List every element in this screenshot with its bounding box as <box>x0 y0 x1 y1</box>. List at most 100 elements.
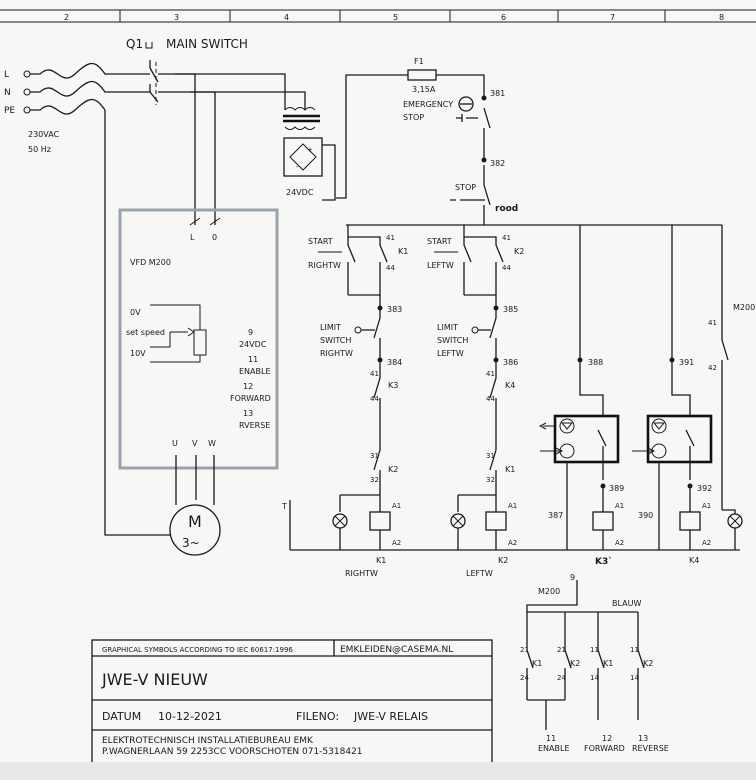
coil-k2-ref: K2 <box>498 556 508 565</box>
limit-l-line2: SWITCH <box>437 336 468 345</box>
control-rungs: START RIGHTW 41 K1 44 383 LIMIT SWITCH R… <box>289 225 755 578</box>
vfd-t9-label: 24VDC <box>239 340 267 349</box>
out-k1a: K1 <box>532 659 542 668</box>
wire-388: 388 <box>588 358 603 367</box>
k2-41: 41 <box>502 234 511 242</box>
out-blauw: BLAUW <box>612 599 641 608</box>
wire-385: 385 <box>503 305 518 314</box>
start-l-line2: LEFTW <box>427 261 454 270</box>
title-project: JWE-V NIEUW <box>101 670 208 689</box>
k4-41: 41 <box>486 370 495 378</box>
wire-389: 389 <box>609 484 624 493</box>
coil-k3-ref: K3` <box>595 556 613 567</box>
wire-386: 386 <box>503 358 518 367</box>
estop-line1: EMERGENCY <box>403 100 453 109</box>
title-company: ELEKTROTECHNISCH INSTALLATIEBUREAU EMK <box>102 736 314 746</box>
k1-31: 31 <box>486 452 495 460</box>
vfd-t12: 12 <box>243 382 253 391</box>
k2-holding-ref: K2 <box>514 247 524 256</box>
vfd-t11: 11 <box>248 355 258 364</box>
title-datum-label: DATUM <box>102 710 141 723</box>
main-switch-label: MAIN SWITCH <box>166 37 248 51</box>
start-l-line1: START <box>427 237 452 246</box>
grid-col-6: 6 <box>501 13 506 22</box>
out-k2b: K2 <box>643 659 653 668</box>
vfd-m200: VFD M200 L 0 0V set speed 10V 9 24VDC 11… <box>118 208 279 470</box>
out-k1-24: 24 <box>520 674 529 682</box>
m200-41: 41 <box>708 319 717 327</box>
k4-44: 44 <box>486 395 495 403</box>
safety-chain: F1 3,15A 381 EMERGENCY STOP 382 STOP roo… <box>346 57 722 226</box>
title-fileno: JWE-V RELAIS <box>353 710 428 723</box>
k2-coil-a2: A2 <box>508 539 517 547</box>
grid-col-5: 5 <box>393 13 398 22</box>
k2-32: 32 <box>370 476 379 484</box>
title-block: GRAPHICAL SYMBOLS ACCORDING TO IEC 60617… <box>91 639 493 780</box>
wire-392: 392 <box>697 484 712 493</box>
k1-32: 32 <box>486 476 495 484</box>
fuse-ref: F1 <box>414 57 424 66</box>
coil-k4-ref: K4 <box>689 556 699 565</box>
k3-44: 44 <box>370 395 379 403</box>
supply-n-label: N <box>4 88 11 98</box>
out-forward: FORWARD <box>584 744 625 753</box>
k2-44: 44 <box>502 264 511 272</box>
mains-supply: L N PE 230VAC 50 Hz <box>4 62 170 536</box>
psu-label: 24VDC <box>286 188 314 197</box>
k1-interlock-ref: K1 <box>505 465 515 474</box>
k1-41: 41 <box>386 234 395 242</box>
title-datum: 10-12-2021 <box>158 710 222 723</box>
motor: M 3~ T <box>169 455 287 556</box>
k2-interlock-ref: K2 <box>388 465 398 474</box>
out-k2-21: 21 <box>557 646 566 654</box>
k2-coil-a1: A1 <box>508 502 517 510</box>
limit-r-line2: SWITCH <box>320 336 351 345</box>
grid-col-3: 3 <box>174 13 179 22</box>
k2-31: 31 <box>370 452 379 460</box>
vfd-v: V <box>192 439 198 448</box>
grid-col-8: 8 <box>719 13 724 22</box>
main-switch-q1: Q1 MAIN SWITCH <box>126 37 306 225</box>
k3-interlock-ref: K3 <box>388 381 398 390</box>
limit-l-line3: LEFTW <box>437 349 464 358</box>
limit-r-line1: LIMIT <box>320 323 341 332</box>
estop-line2: STOP <box>403 113 424 122</box>
start-r-line1: START <box>308 237 333 246</box>
title-fileno-label: FILENO: <box>296 710 339 723</box>
vfd-t9: 9 <box>248 328 253 337</box>
k4-coil-a1: A1 <box>702 502 711 510</box>
motor-m: M <box>188 512 202 531</box>
out-13: 13 <box>638 734 648 743</box>
grid-col-2: 2 <box>64 13 69 22</box>
k4-coil-a2: A2 <box>702 539 711 547</box>
wire-384: 384 <box>387 358 402 367</box>
vfd-t13-label: RVERSE <box>239 421 270 430</box>
k3-coil-a1: A1 <box>615 502 624 510</box>
power-supply-24vdc: + - 24VDC <box>283 74 408 201</box>
vfd-u: U <box>172 439 178 448</box>
wire-387: 387 <box>548 511 563 520</box>
vfd-l: L <box>190 233 195 242</box>
vfd-t12-label: FORWARD <box>230 394 271 403</box>
wire-390: 390 <box>638 511 653 520</box>
stop-label: STOP <box>455 183 476 192</box>
vfd-t11-label: ENABLE <box>239 367 271 376</box>
out-k2-24: 24 <box>557 674 566 682</box>
title-standard: GRAPHICAL SYMBOLS ACCORDING TO IEC 60617… <box>102 646 293 654</box>
k1-coil-a1: A1 <box>392 502 401 510</box>
out-k1-11: 11 <box>590 646 599 654</box>
vfd-w: W <box>208 439 216 448</box>
wire-381: 381 <box>490 89 505 98</box>
vfd-o: 0 <box>212 233 217 242</box>
k3-41: 41 <box>370 370 379 378</box>
vfd-title: VFD M200 <box>130 258 171 267</box>
psu-plus: + <box>307 146 313 154</box>
vfd-0v: 0V <box>130 308 141 317</box>
coil-k1-label: RIGHTW <box>345 569 378 578</box>
start-r-line2: RIGHTW <box>308 261 341 270</box>
out-k2-11: 11 <box>630 646 639 654</box>
main-switch-ref: Q1 <box>126 37 143 51</box>
grid-col-7: 7 <box>610 13 615 22</box>
vfd-10v: 10V <box>130 349 146 358</box>
